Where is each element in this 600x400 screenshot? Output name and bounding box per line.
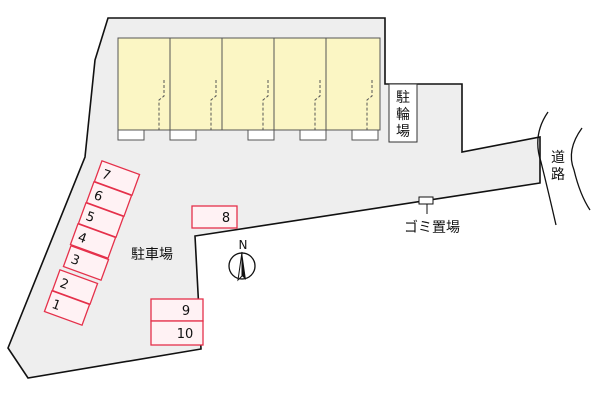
parking-space-5: 5 (77, 201, 125, 239)
parking-space-label-9: 9 (182, 304, 190, 319)
car-parking-label: 駐車場 (131, 246, 173, 263)
parking-space-7: 7 (93, 159, 141, 197)
garbage-area: ゴミ置場 (404, 196, 460, 236)
bicycle-parking: 駐 輪 場 (388, 83, 418, 143)
parking-space-4: 4 (69, 222, 117, 260)
parking-space-label-8: 8 (222, 211, 230, 226)
garbage-label: ゴミ置場 (404, 219, 460, 236)
bicycle-parking-label-3: 場 (396, 124, 410, 140)
parking-space-9: 9 (150, 298, 204, 322)
road-label-1: 道 (551, 150, 565, 166)
parking-space-label-10: 10 (177, 327, 194, 342)
apartment-building (117, 37, 381, 141)
parking-space-2: 2 (51, 268, 99, 306)
parking-space-8: 8 (191, 205, 238, 229)
parking-space-10: 10 (150, 320, 204, 346)
parking-strip-left: 7 6 5 4 3 2 1 (43, 159, 141, 327)
road: 道 路 (537, 111, 591, 226)
bicycle-parking-label-1: 駐 (396, 90, 410, 106)
road-label-2: 路 (551, 167, 565, 183)
parking-space-6: 6 (85, 180, 133, 218)
parking-space-1: 1 (43, 289, 91, 327)
north-arrow: N (228, 238, 256, 282)
bicycle-parking-label-2: 輪 (396, 106, 410, 123)
north-label: N (239, 238, 248, 252)
parking-space-3: 3 (62, 244, 110, 282)
